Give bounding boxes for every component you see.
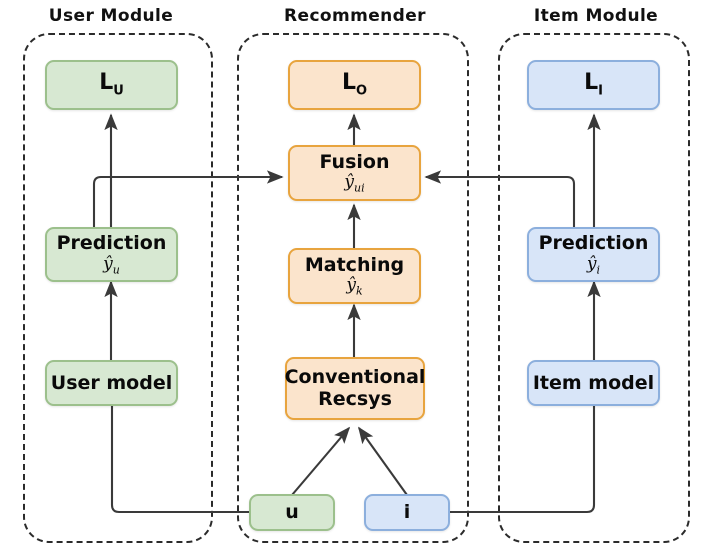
module-container-recommender	[237, 33, 469, 543]
user-model-label: User model	[50, 371, 173, 394]
prediction-user-formula-sub: u	[112, 263, 120, 277]
node-prediction-user[interactable]: Prediction ŷu	[45, 227, 178, 282]
prediction-item-formula-sub: i	[596, 263, 601, 277]
node-item-model[interactable]: Item model	[527, 360, 660, 406]
module-title-item: Item Module	[533, 6, 659, 26]
conventional-recsys-line2: Recsys	[318, 387, 392, 410]
prediction-item-formula: ŷ	[586, 253, 597, 274]
node-loss-item[interactable]: LI	[527, 60, 660, 110]
node-loss-overall[interactable]: LO	[288, 60, 421, 110]
loss-item-subscript: I	[598, 83, 603, 99]
item-model-label: Item model	[532, 371, 655, 394]
module-container-item	[498, 33, 690, 543]
node-input-item[interactable]: i	[364, 494, 450, 531]
loss-item-label: L	[584, 70, 599, 96]
loss-overall-subscript: O	[355, 83, 368, 99]
prediction-user-formula: ŷ	[103, 253, 113, 274]
node-matching[interactable]: Matching ŷk	[288, 248, 421, 304]
node-prediction-item[interactable]: Prediction ŷi	[527, 227, 660, 282]
node-loss-user[interactable]: LU	[45, 60, 178, 110]
loss-user-label: L	[99, 70, 114, 96]
matching-formula: ŷ	[346, 275, 356, 296]
node-fusion[interactable]: Fusion ŷui	[288, 145, 421, 201]
module-title-recommender: Recommender	[284, 6, 426, 26]
input-item-label: i	[403, 501, 411, 524]
node-conventional-recsys[interactable]: Conventional Recsys	[285, 357, 425, 420]
node-user-model[interactable]: User model	[45, 360, 178, 406]
module-container-user	[23, 33, 213, 543]
conventional-recsys-line1: Conventional	[284, 366, 426, 389]
matching-label: Matching	[304, 253, 405, 276]
module-title-user: User Module	[48, 6, 174, 26]
matching-formula-sub: k	[355, 284, 363, 298]
prediction-user-label: Prediction	[56, 232, 167, 255]
loss-overall-label: L	[341, 70, 356, 96]
fusion-formula-sub: ui	[354, 181, 365, 195]
fusion-label: Fusion	[319, 150, 390, 173]
loss-user-subscript: U	[113, 83, 124, 99]
prediction-item-label: Prediction	[538, 232, 649, 255]
node-input-user[interactable]: u	[249, 494, 335, 531]
input-user-label: u	[285, 501, 299, 524]
fusion-formula: ŷ	[344, 172, 354, 193]
